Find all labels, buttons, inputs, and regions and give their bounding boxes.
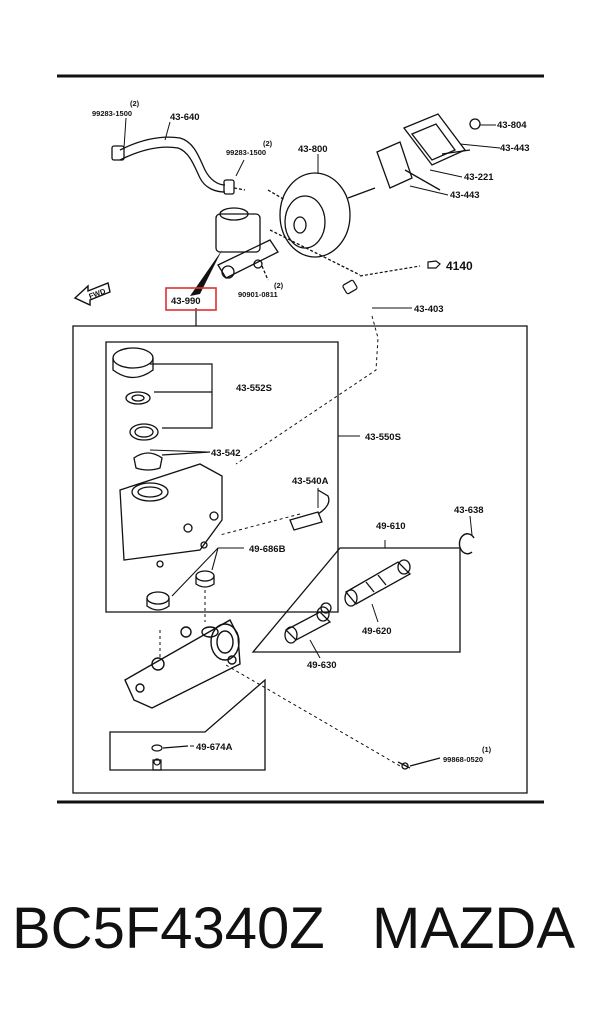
booster-gasket-drawing [376,113,481,191]
brake-booster-drawing [267,172,376,276]
master-cylinder-body-drawing [124,619,241,709]
highlight-box [165,287,217,311]
part-number: BC5F4340Z [12,896,325,961]
label-49-620: 49-620 [362,626,392,637]
level-sensor-drawing [289,489,330,531]
label-fwd: FWD [88,286,108,300]
label-49-674A: 49-674A [196,742,233,753]
label-qty-1: (1) [482,745,492,754]
caption: BC5F4340Z MAZDA [0,895,600,975]
label-43-542: 43-542 [211,448,241,459]
label-49-610: 49-610 [376,521,406,532]
screw-drawing [397,757,441,770]
label-43-443-a: 43-443 [500,143,530,154]
cap-bracket [150,363,213,429]
label-43-804: 43-804 [497,120,527,131]
label-43-990: 43-990 [171,296,201,307]
pedal-pin-drawing [342,260,441,295]
piston-kit-box [251,547,461,653]
snap-ring-drawing [458,533,475,555]
dashed-leader-lines [159,315,401,767]
label-qty-2b: (2) [263,139,273,148]
seal-drawing [151,744,189,771]
label-99283-1500-b: 99283-1500 [226,148,266,157]
outer-kit-box [72,325,528,794]
label-qty-2c: (2) [274,281,284,290]
grommet-bracket [171,547,244,597]
label-43-638: 43-638 [454,505,484,516]
filter-drawing [133,451,211,471]
highlight-pointer [190,250,222,296]
reservoir-cap-drawing [112,347,159,441]
label-43-640: 43-640 [170,112,200,123]
label-99868-0520: 99868-0520 [443,755,483,764]
label-99283-1500-a: 99283-1500 [92,109,132,118]
fwd-arrow [73,282,111,307]
label-43-443-b: 43-443 [450,190,480,201]
reservoir-kit-box [105,341,339,613]
secondary-piston-drawing [284,602,332,644]
label-49-630: 49-630 [307,660,337,671]
grommet-drawing [146,570,215,611]
reservoir-tank-drawing [119,463,223,568]
primary-piston-drawing [344,559,412,607]
vacuum-hose-drawing [111,136,246,195]
label-43-552S: 43-552S [236,383,272,394]
label-43-540A: 43-540A [292,476,329,487]
label-90901-0811: 90901-0811 [238,290,278,299]
label-43-800: 43-800 [298,144,328,155]
label-4140: 4140 [446,259,473,273]
label-49-686B: 49-686B [249,544,286,555]
label-43-550S: 43-550S [365,432,401,443]
master-cylinder-overview-drawing [215,207,279,281]
seal-kit-box [109,678,266,771]
label-qty-2a: (2) [130,99,140,108]
label-43-221: 43-221 [464,172,494,183]
label-leaders [123,117,501,747]
label-43-403: 43-403 [414,304,444,315]
brand-name: MAZDA [372,896,575,961]
